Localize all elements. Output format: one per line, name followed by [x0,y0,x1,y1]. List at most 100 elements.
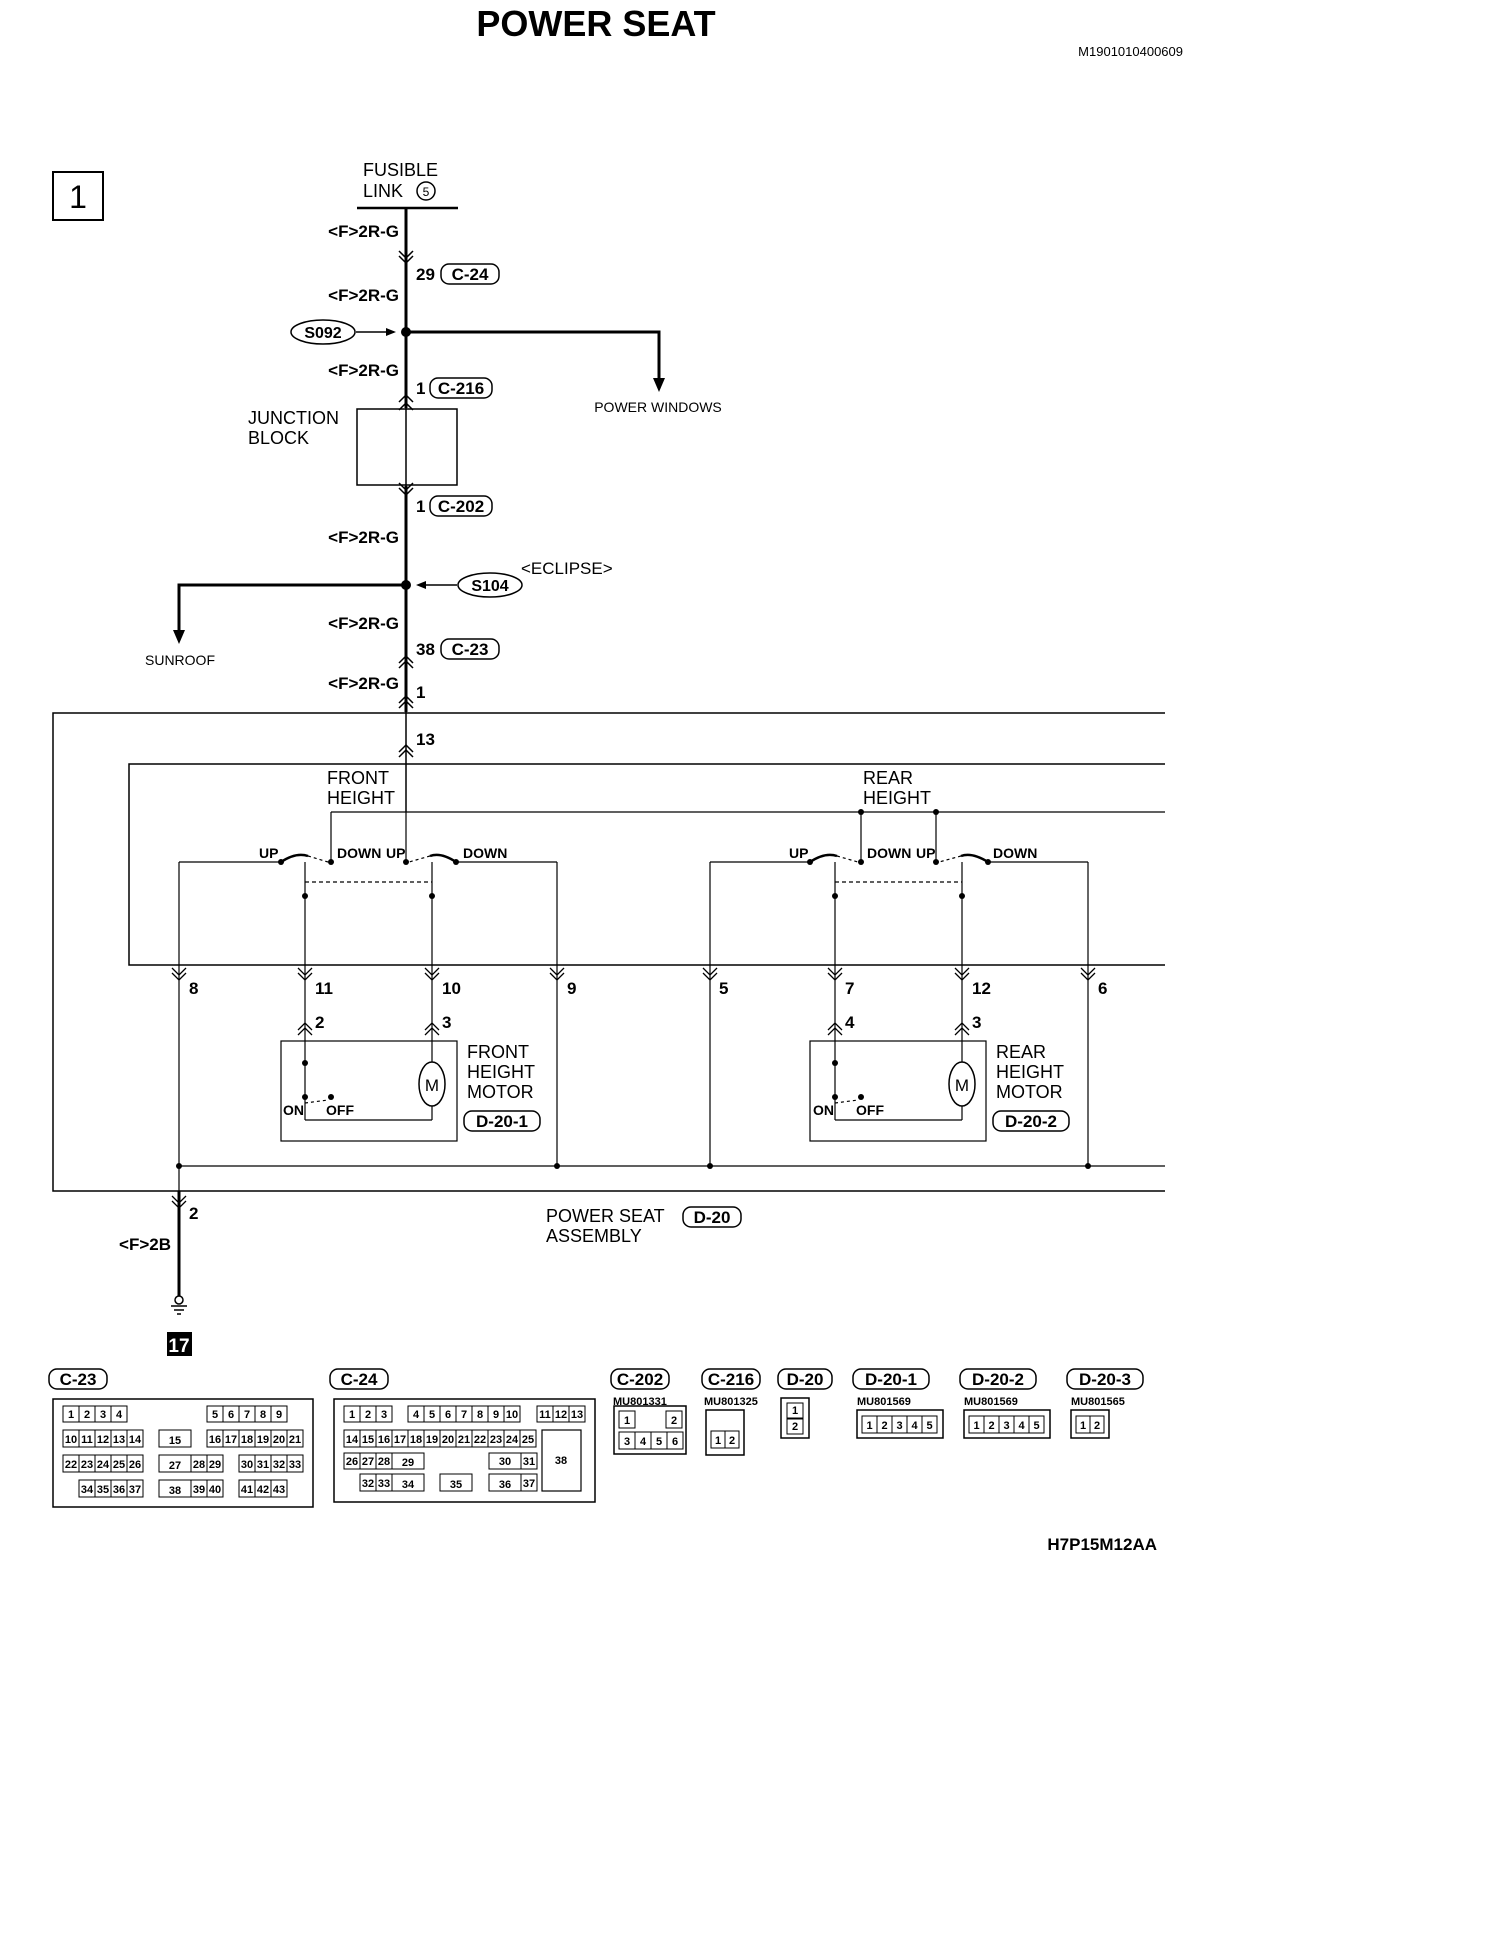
connector-face-label-c216: C-216 [708,1370,754,1389]
connector-c24: C-24 [452,265,489,284]
pin-number: 23 [81,1459,93,1471]
sunroof-label: SUNROOF [145,652,215,668]
front-motor-on: ON [283,1102,304,1118]
pin-number: 25 [522,1434,534,1446]
pin-number: 36 [113,1484,125,1496]
pin-number: 2 [1094,1420,1100,1432]
connector-face-tag-c216 [701,1368,761,1390]
pin-cell [724,1430,740,1449]
pin-number: 30 [241,1459,253,1471]
pin-number: 12 [555,1409,567,1421]
pin-number: 24 [97,1459,110,1471]
pin-number: 17 [394,1434,406,1446]
pin-number: 4 [911,1420,918,1432]
pin-number: 9 [276,1409,282,1421]
pin-number: 3 [100,1409,106,1421]
pin-number: 5 [1033,1420,1039,1432]
pin-number: 31 [257,1459,269,1471]
pin-number: 38 [555,1455,567,1467]
pin-cell [613,1405,687,1455]
pin-c24: 29 [416,265,435,284]
pin-11: 11 [315,979,333,998]
pin-number: 12 [97,1434,109,1446]
connector-tag-d201 [463,1110,541,1132]
sunroof-arrow [173,630,185,644]
front-motor-label-2: HEIGHT [467,1062,535,1082]
front-up-label-2: UP [386,845,405,861]
pin-cell [52,1398,314,1508]
splice-arrow-s092 [386,328,396,336]
pin-number: 15 [362,1434,374,1446]
front-motor-label-1: FRONT [467,1042,529,1062]
power-windows-label: POWER WINDOWS [594,399,722,415]
fusible-link-label: FUSIBLE [363,160,438,180]
pin-number: 27 [169,1460,181,1472]
pin-number: 1 [715,1435,721,1447]
pin-number: 3 [896,1420,902,1432]
front-down-label-2: DOWN [463,845,507,861]
pin-number: 11 [81,1434,93,1446]
rear-motor-label-1: REAR [996,1042,1046,1062]
pin-cell [1089,1415,1105,1434]
wire-color-3: <F>2R-G [328,361,399,380]
pin-number: 37 [129,1484,141,1496]
pin-number: 3 [381,1409,387,1421]
rear-up-label-2: UP [916,845,935,861]
pin-number: 42 [257,1484,269,1496]
pin-number: 1 [866,1420,872,1432]
pin-c23: 38 [416,640,435,659]
pin-number: 2 [988,1420,994,1432]
pin-cell [666,1431,684,1450]
front-motor-off: OFF [326,1102,354,1118]
pin-number: 5 [926,1420,932,1432]
pin-number: 10 [65,1434,77,1446]
connector-face-label-c23: C-23 [60,1370,97,1389]
fuse-number-circle [416,181,436,201]
pin-number: 1 [973,1420,979,1432]
pin-number: 4 [640,1436,647,1448]
pin-number: 4 [413,1409,420,1421]
connector-c202: C-202 [438,497,484,516]
pin-number: 39 [193,1484,205,1496]
connector-tag-d20 [682,1206,742,1228]
pin-number: 29 [402,1457,414,1469]
switch-output-wires [178,862,1165,1191]
pin-cell [856,1409,944,1439]
pin-cell [1070,1409,1110,1439]
pin-number: 4 [1018,1420,1025,1432]
fuse-number: 5 [423,185,430,199]
rear-switch-label-2: HEIGHT [863,788,931,808]
pin-number: 2 [881,1420,887,1432]
motor-pin-4: 4 [845,1013,855,1032]
pin-number: 36 [499,1479,511,1491]
pin-number: 26 [129,1459,141,1471]
pin-number: 14 [346,1434,359,1446]
pin-12: 12 [972,979,991,998]
connector-c216: C-216 [438,379,484,398]
document-id: M1901010400609 [1078,44,1183,59]
motor-pin-2: 2 [315,1013,324,1032]
pin-c216: 1 [416,379,425,398]
connector-d201: D-20-1 [476,1112,528,1131]
pin-number: 28 [193,1459,205,1471]
wiring-diagram: POWER SEAT M1901010400609 1 FUSIBLE LINK… [48,3,1183,1554]
pin-cell [391,1473,425,1492]
pin-number: 16 [209,1434,221,1446]
pin-number: 35 [450,1479,462,1491]
pin-cell [333,1398,596,1503]
power-windows-wire [406,330,661,382]
pin-cell [286,1429,304,1448]
rear-height-switch [710,853,1088,965]
pin-cell [520,1473,538,1492]
part-number-c202: MU801331 [613,1396,667,1408]
pin-cell [126,1454,144,1473]
connector-d20: D-20 [694,1208,731,1227]
pin-cell [519,1429,537,1448]
splice-s092: S092 [304,325,341,342]
pin-cell [158,1429,192,1448]
pin-number: 40 [209,1484,221,1496]
front-switch-label-2: HEIGHT [327,788,395,808]
ground-wire-color: <F>2B [119,1235,171,1254]
pin-number: 31 [523,1456,535,1468]
connector-face-label-d203: D-20-3 [1079,1370,1131,1389]
